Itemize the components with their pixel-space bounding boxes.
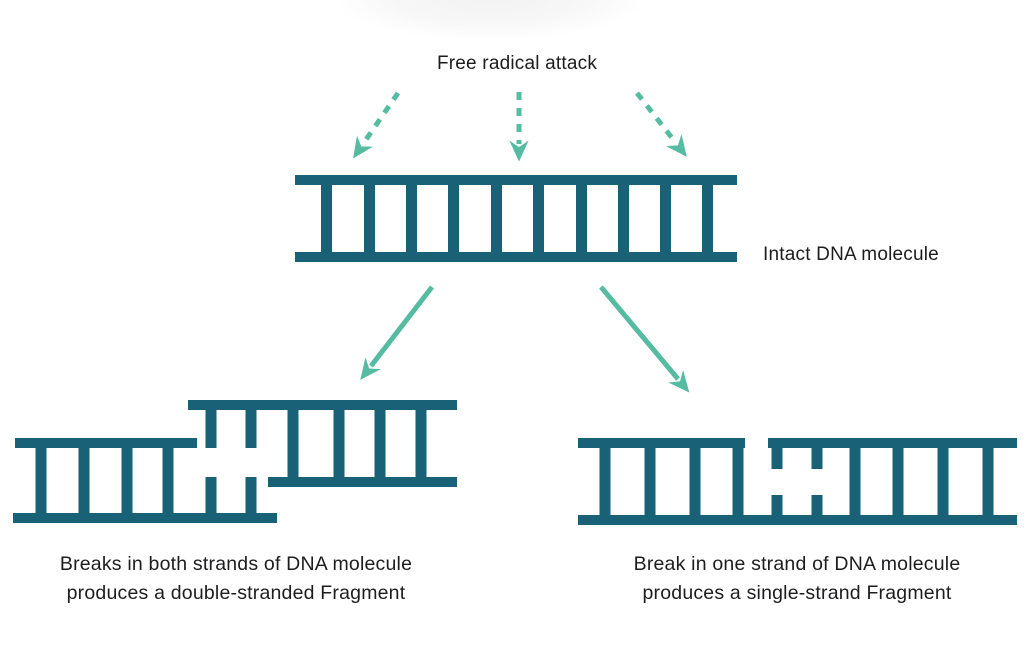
double-strand-break-caption: Breaks in both strands of DNA molecule p… bbox=[14, 550, 458, 607]
attack-arrows-group bbox=[353, 91, 687, 162]
dashed-arrow-left bbox=[353, 91, 401, 159]
bottom-strand-intact bbox=[578, 515, 1017, 525]
single-strand-break-caption: Break in one strand of DNA molecule prod… bbox=[575, 550, 1019, 607]
double-strand-break-dna bbox=[13, 400, 457, 523]
single-break-rungs bbox=[599, 438, 994, 525]
solid-arrow-to-double-strand-break bbox=[360, 285, 434, 380]
intact-dna-label: Intact DNA molecule bbox=[763, 244, 939, 265]
double-break-upper-fragment bbox=[188, 400, 457, 487]
top-strand-left-segment bbox=[578, 438, 745, 448]
double-strand-break-caption-line1: Breaks in both strands of DNA molecule bbox=[59, 553, 413, 575]
single-strand-break-caption-line1: Break in one strand of DNA molecule bbox=[633, 553, 961, 575]
double-strand-break-caption-line2: produces a double-stranded Fragment bbox=[66, 581, 406, 604]
dashed-arrow-right bbox=[635, 91, 687, 157]
title: Free radical attack bbox=[436, 53, 598, 74]
intact-dna-molecule bbox=[295, 175, 737, 262]
intact-dna-rungs bbox=[321, 175, 713, 262]
background-smudge bbox=[340, 0, 640, 38]
single-strand-break-caption-line2: produces a single-strand Fragment bbox=[642, 581, 952, 604]
outcome-arrows-group bbox=[360, 285, 690, 393]
double-break-lower-fragment bbox=[13, 438, 277, 523]
single-strand-break-dna bbox=[578, 438, 1017, 525]
solid-arrow-to-single-strand-break bbox=[599, 285, 690, 393]
